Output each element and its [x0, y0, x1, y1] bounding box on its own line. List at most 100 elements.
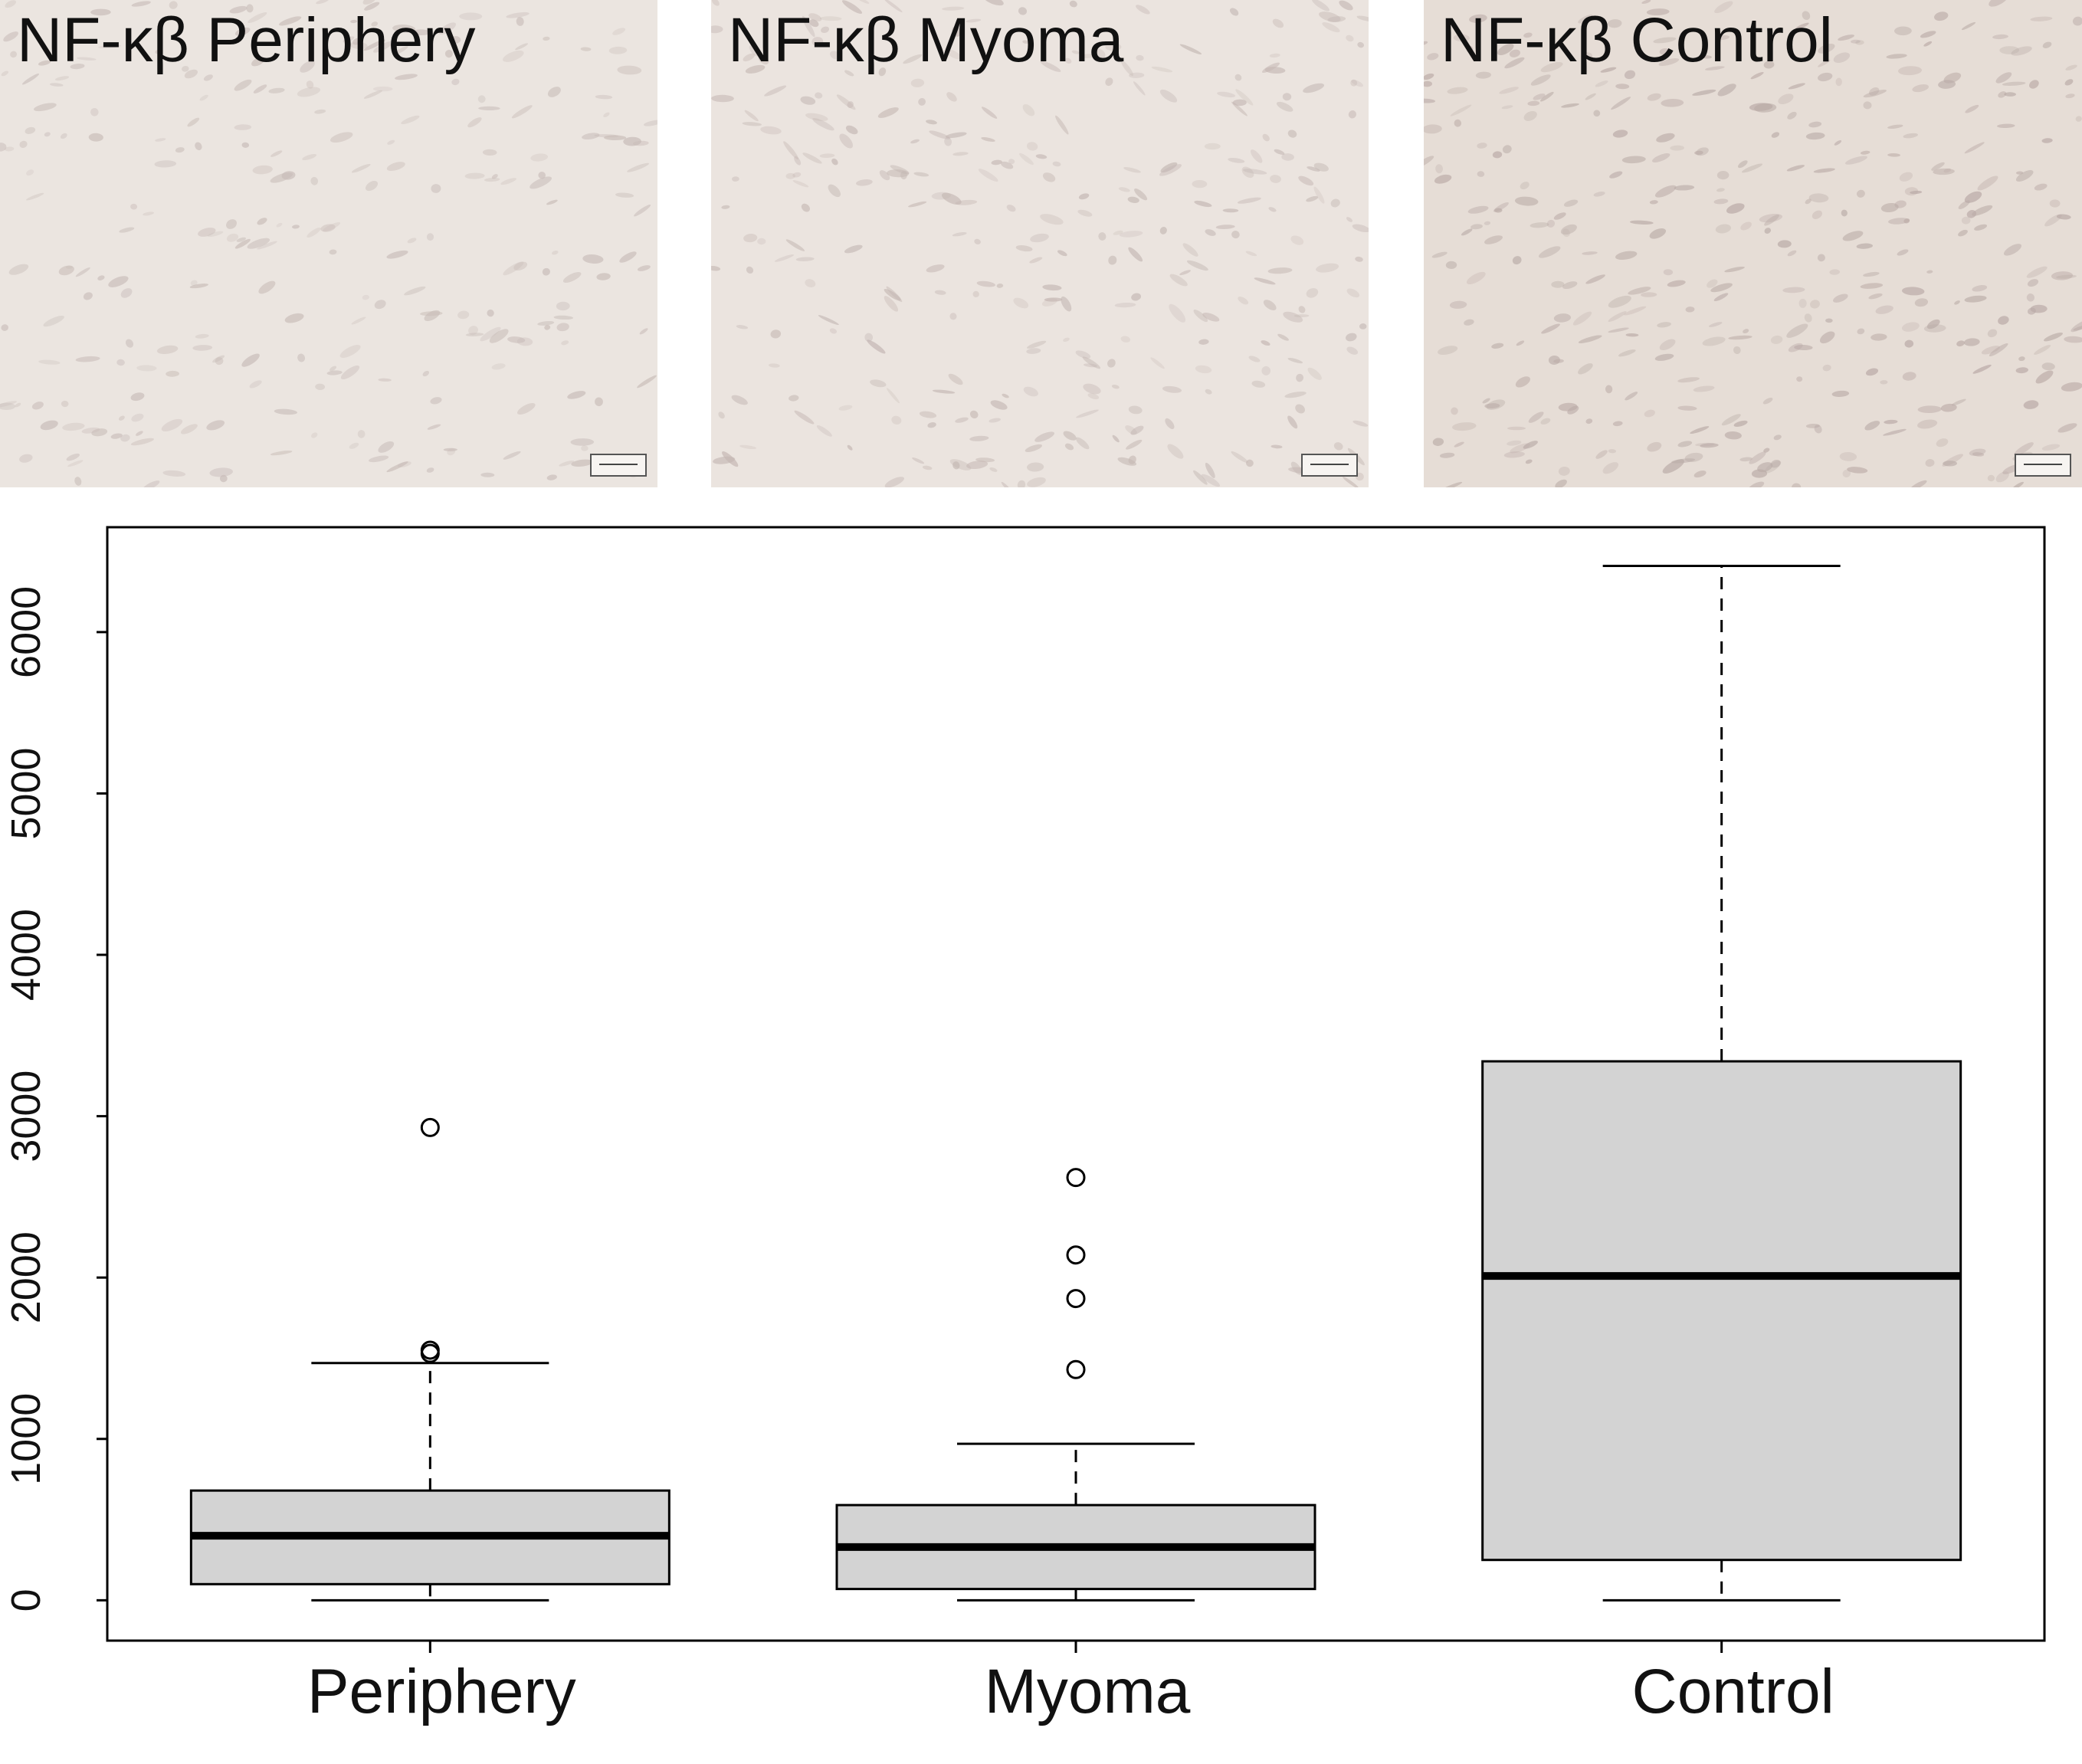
cell-nucleus — [1805, 423, 1820, 428]
cell-nucleus — [302, 153, 317, 161]
cell-nucleus — [1728, 335, 1752, 340]
cell-nucleus — [270, 150, 283, 157]
cell-nucleus — [310, 176, 319, 185]
cell-nucleus — [1663, 269, 1674, 276]
cell-nucleus — [374, 300, 386, 310]
cell-nucleus — [1987, 329, 1998, 338]
cell-nucleus — [330, 132, 353, 143]
cell-nucleus — [1078, 193, 1090, 200]
cell-nucleus — [1749, 451, 1766, 464]
cell-nucleus — [443, 448, 457, 451]
cell-nucleus — [1477, 143, 1487, 149]
cell-nucleus — [1075, 350, 1091, 359]
cell-nucleus — [1860, 150, 1871, 155]
cell-nucleus — [1313, 186, 1325, 204]
cell-nucleus — [1268, 207, 1277, 212]
cell-nucleus — [98, 44, 122, 49]
cell-nucleus — [1194, 200, 1212, 208]
cell-nucleus — [1808, 121, 1822, 128]
cell-nucleus — [190, 280, 198, 286]
cell-nucleus — [1169, 274, 1188, 287]
cell-nucleus — [1998, 316, 2009, 325]
cell-nucleus — [155, 138, 166, 142]
cell-nucleus — [1287, 130, 1297, 138]
cell-nucleus — [891, 415, 902, 425]
cell-nucleus — [2015, 170, 2034, 182]
cell-nucleus — [808, 19, 819, 28]
cell-nucleus — [1748, 481, 1765, 487]
cell-nucleus — [1287, 415, 1298, 429]
cell-nucleus — [887, 388, 900, 404]
cell-nucleus — [1169, 303, 1186, 323]
cell-nucleus — [1503, 451, 1525, 458]
cell-nucleus — [619, 251, 637, 263]
cell-nucleus — [1019, 152, 1034, 166]
cell-nucleus — [1595, 80, 1608, 87]
cell-nucleus — [226, 233, 239, 242]
cell-nucleus — [1857, 328, 1865, 335]
cell-nucleus — [1844, 156, 1867, 165]
cell-nucleus — [1585, 274, 1605, 284]
cell-nucleus — [19, 454, 33, 463]
micrograph-control: NF-κβ Control — [1424, 0, 2082, 487]
cell-nucleus — [1724, 266, 1745, 273]
cell-nucleus — [1551, 280, 1565, 288]
cell-nucleus — [819, 16, 842, 21]
cell-nucleus — [229, 5, 248, 14]
cell-nucleus — [1926, 270, 1933, 274]
cell-nucleus — [1204, 143, 1221, 150]
cell-nucleus — [856, 0, 870, 4]
cell-nucleus — [352, 38, 362, 45]
cell-nucleus — [1595, 450, 1608, 459]
cell-nucleus — [1355, 256, 1363, 262]
cell-nucleus — [2064, 336, 2082, 343]
interquartile-box — [1481, 1060, 1962, 1562]
cell-nucleus — [21, 74, 40, 85]
cell-nucleus — [1582, 251, 1598, 255]
cell-nucleus — [1751, 469, 1768, 478]
cell-nucleus — [1452, 422, 1477, 431]
cell-nucleus — [351, 316, 366, 325]
cell-nucleus — [3, 31, 18, 42]
cell-nucleus — [1936, 438, 1949, 448]
cell-nucleus — [116, 359, 125, 366]
cell-nucleus — [350, 19, 358, 24]
cell-nucleus — [886, 286, 903, 303]
cell-nucleus — [1040, 214, 1064, 225]
cell-nucleus — [320, 224, 336, 232]
cell-nucleus — [1044, 297, 1063, 302]
cell-nucleus — [1804, 313, 1812, 323]
cell-nucleus — [595, 397, 603, 407]
cell-nucleus — [1167, 444, 1184, 459]
cell-nucleus — [966, 461, 989, 470]
cell-nucleus — [195, 333, 209, 339]
box-myoma — [835, 1168, 1316, 1602]
cell-nucleus — [420, 311, 443, 316]
cell-nucleus — [1290, 461, 1303, 475]
cell-nucleus — [427, 424, 441, 430]
cell-nucleus — [1812, 210, 1822, 219]
cell-nucleus — [77, 57, 97, 61]
cell-nucleus — [1296, 373, 1304, 382]
cell-nucleus — [1578, 363, 1593, 375]
cell-nucleus — [844, 70, 854, 77]
cell-nucleus — [40, 420, 58, 431]
cell-nucleus — [634, 205, 651, 217]
cell-nucleus — [1229, 8, 1239, 16]
cell-nucleus — [1621, 156, 1646, 164]
cell-nucleus — [1667, 280, 1686, 287]
cell-nucleus — [1215, 225, 1235, 229]
cell-nucleus — [507, 336, 526, 343]
cell-nucleus — [1813, 168, 1835, 173]
cell-nucleus — [1333, 442, 1343, 451]
outlier-point — [1066, 1289, 1086, 1309]
cell-nucleus — [1624, 306, 1647, 316]
cell-nucleus — [1235, 89, 1254, 106]
cell-nucleus — [1494, 208, 1503, 213]
cell-nucleus — [929, 130, 951, 139]
panel-title-myoma: NF-κβ Myoma — [728, 5, 1124, 75]
cell-nucleus — [623, 136, 641, 146]
cell-nucleus — [955, 199, 978, 205]
cell-nucleus — [248, 11, 267, 24]
y-tick-label: 5000 — [3, 747, 49, 839]
